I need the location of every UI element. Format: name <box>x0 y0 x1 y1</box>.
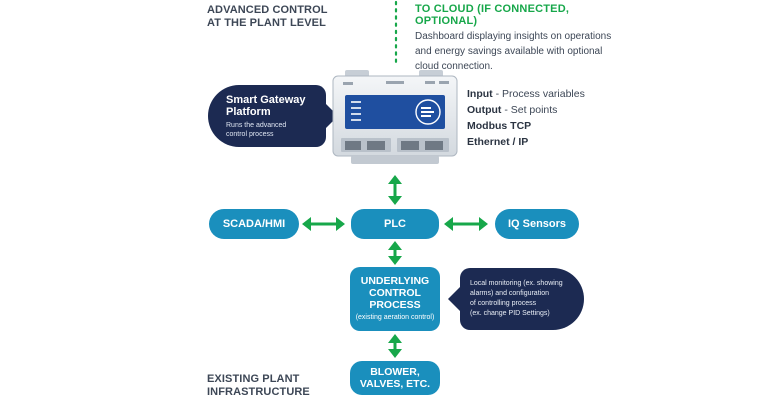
blower-line2: VALVES, ETC. <box>359 378 431 390</box>
io-output: Output - Set points <box>467 102 627 118</box>
existing-plant-label: EXISTING PLANT INFRASTRUCTURE <box>207 373 310 399</box>
process-title-line2: CONTROL <box>369 287 421 299</box>
process-subtitle: (existing aeration control) <box>355 314 435 321</box>
io-output-label: Output <box>467 104 502 116</box>
smart-gateway-bubble: Smart Gateway Platform Runs the advanced… <box>208 85 326 147</box>
plc-label: PLC <box>384 218 406 230</box>
local-bubble-line2: alarms) and configuration <box>470 290 549 297</box>
arrow-scada-plc-right <box>336 217 345 231</box>
arrow-plc-process-down <box>388 256 402 265</box>
io-input-text: - Process variables <box>492 88 585 100</box>
cloud-title: TO CLOUD (IF CONNECTED, OPTIONAL) <box>415 3 570 27</box>
iq-sensors-label: IQ Sensors <box>507 218 567 230</box>
gateway-title-line1: Smart Gateway <box>226 94 306 106</box>
arrow-scada-plc-left <box>302 217 311 231</box>
io-modbus: Modbus TCP <box>467 118 627 134</box>
process-title-line3: PROCESS <box>369 299 421 311</box>
local-monitoring-bubble: Local monitoring (ex. showing alarms) an… <box>460 268 584 330</box>
arrow-plc-sensors-right <box>479 217 488 231</box>
arrow-plc-process-up <box>388 241 402 250</box>
gateway-title-line2: Platform <box>226 106 271 118</box>
cloud-dotted-connector <box>394 0 398 64</box>
scada-hmi-node: SCADA/HMI <box>209 209 299 239</box>
cloud-info: TO CLOUD (IF CONNECTED, OPTIONAL) Dashbo… <box>415 3 615 74</box>
advanced-control-line1: ADVANCED CONTROL <box>207 4 328 16</box>
scada-hmi-label: SCADA/HMI <box>222 218 286 230</box>
local-bubble-line3: of controlling process <box>470 300 537 307</box>
arrow-device-plc-up <box>388 175 402 184</box>
advanced-control-label: ADVANCED CONTROL AT THE PLANT LEVEL <box>207 4 328 30</box>
arrow-device-plc-down <box>388 196 402 205</box>
process-title-line1: UNDERLYING <box>360 275 430 287</box>
arrow-plc-sensors-left <box>444 217 453 231</box>
gateway-sub-line1: Runs the advanced <box>226 122 287 129</box>
io-output-text: - Set points <box>501 104 558 116</box>
gateway-bubble-pointer <box>325 103 338 129</box>
cloud-desc-line3: cloud connection. <box>415 61 493 72</box>
iq-sensors-node: IQ Sensors <box>495 209 579 239</box>
existing-plant-line2: INFRASTRUCTURE <box>207 386 310 398</box>
cloud-description: Dashboard displaying insights on operati… <box>415 29 615 74</box>
existing-plant-line1: EXISTING PLANT <box>207 373 300 385</box>
io-input: Input - Process variables <box>467 86 627 102</box>
cloud-desc-line1: Dashboard displaying insights on operati… <box>415 31 612 42</box>
arrow-process-blower-up <box>388 334 402 343</box>
arrow-process-blower-down <box>388 349 402 358</box>
io-ethernet: Ethernet / IP <box>467 134 627 150</box>
local-bubble-pointer <box>448 286 461 312</box>
plc-node: PLC <box>351 209 439 239</box>
advanced-control-line2: AT THE PLANT LEVEL <box>207 17 326 29</box>
local-bubble-line4: (ex. change PID Settings) <box>470 310 550 317</box>
underlying-control-process-node: UNDERLYING CONTROL PROCESS (existing aer… <box>350 267 440 331</box>
gateway-sub-line2: control process <box>226 131 274 138</box>
local-bubble-line1: Local monitoring (ex. showing <box>470 280 563 287</box>
io-list: Input - Process variables Output - Set p… <box>467 86 627 150</box>
blower-valves-node: BLOWER, VALVES, ETC. <box>350 361 440 395</box>
blower-line1: BLOWER, <box>370 366 420 378</box>
cloud-desc-line2: and energy savings available with option… <box>415 46 603 57</box>
gateway-device-image <box>332 70 458 164</box>
io-input-label: Input <box>467 88 493 100</box>
io-ethernet-label: Ethernet / IP <box>467 136 529 148</box>
io-modbus-label: Modbus TCP <box>467 120 532 132</box>
